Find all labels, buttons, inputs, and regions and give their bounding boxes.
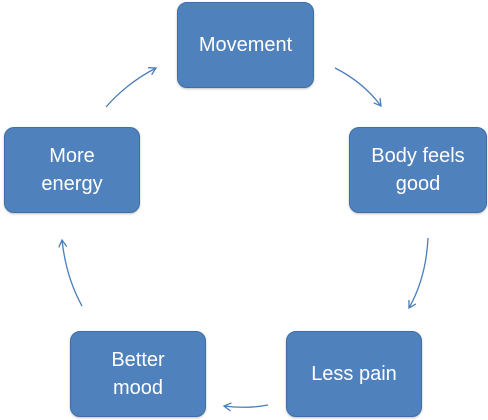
node-body-feels-good-label: Body feels good xyxy=(371,145,465,195)
node-more-energy-label: More energy xyxy=(41,145,103,195)
arrow-energy-to-movement xyxy=(105,67,158,108)
arrow-movement-to-body xyxy=(334,67,382,108)
node-more-energy: More energy xyxy=(4,127,140,213)
node-movement: Movement xyxy=(177,2,314,88)
node-less-pain: Less pain xyxy=(286,331,422,417)
node-less-pain-label: Less pain xyxy=(311,363,397,385)
node-better-mood-label: Better mood xyxy=(111,349,165,399)
node-body-feels-good: Body feels good xyxy=(349,127,487,213)
node-movement-label: Movement xyxy=(198,34,293,56)
arrow-pain-to-mood xyxy=(222,402,269,412)
arrow-mood-to-energy xyxy=(58,238,83,307)
arrow-body-to-pain xyxy=(408,237,429,310)
node-better-mood: Better mood xyxy=(70,331,206,417)
